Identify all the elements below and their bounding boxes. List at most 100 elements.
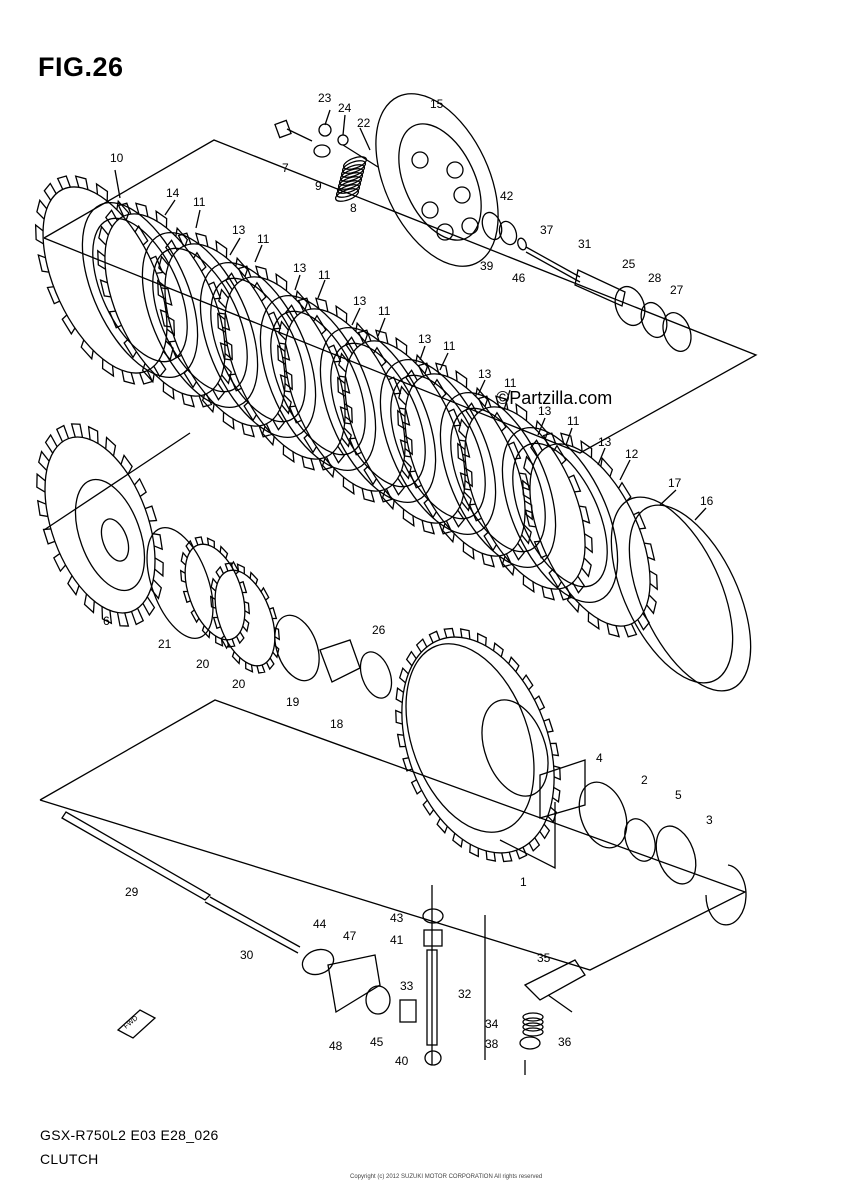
pressure-plate-boss-3 (453, 186, 471, 204)
ball-46 (517, 237, 527, 251)
callout-c22: 22 (357, 116, 371, 130)
callout-c3: 3 (706, 813, 713, 827)
clutch-housing-1-rim (405, 643, 535, 833)
bolt-7 (274, 119, 292, 139)
friction-plate-10 (337, 329, 473, 535)
callout-c17: 17 (668, 476, 682, 490)
leader-line-0 (324, 109, 331, 126)
friction-plate-16 (522, 432, 658, 638)
nut-23 (318, 123, 332, 137)
callout-c37: 37 (540, 223, 554, 237)
clutch-housing-1 (395, 627, 561, 863)
sleeve-hub-6-center (100, 518, 130, 562)
bearing-42 (498, 220, 518, 246)
leader-line-19 (619, 459, 631, 481)
callout-c6: 6 (103, 614, 110, 628)
fwd-arrow-icon (116, 1009, 157, 1039)
callout-c35: 35 (537, 951, 551, 965)
figure-title: FIG.26 (38, 52, 124, 82)
callout-c11f: 11 (504, 376, 517, 390)
callout-c36: 36 (558, 1035, 572, 1049)
leader-line-4 (164, 199, 176, 216)
callout-c23: 23 (318, 91, 332, 105)
callout-c32: 32 (458, 987, 472, 1001)
leader-line-9 (317, 279, 326, 299)
leader-line-2 (359, 127, 371, 151)
leader-line-17 (565, 427, 573, 446)
leader-line-20 (659, 489, 677, 506)
washer-27 (662, 312, 692, 352)
callout-c44: 44 (313, 917, 327, 931)
oil-seal-43 (422, 908, 444, 924)
callout-c12: 12 (625, 447, 639, 461)
callout-c43: 43 (390, 911, 404, 925)
callout-c30: 30 (240, 948, 254, 962)
callout-c38: 38 (485, 1037, 499, 1051)
seat-20-a (179, 536, 251, 648)
friction-plate-8 (277, 297, 413, 503)
callout-c11e: 11 (443, 339, 456, 353)
callout-c13d: 13 (418, 332, 432, 346)
steel-plate-13 (439, 391, 557, 569)
pin-33 (399, 999, 417, 1023)
callout-c11b: 11 (257, 232, 270, 246)
leader-line-1 (342, 114, 346, 136)
washer-24 (337, 134, 349, 146)
spring-34-coil-1 (522, 1017, 544, 1027)
leader-line-7 (254, 244, 263, 263)
callout-c46: 46 (512, 271, 526, 285)
steel-plate-5 (199, 261, 317, 439)
steel-plate-15 (501, 426, 619, 604)
callout-c2: 2 (641, 773, 648, 787)
callout-c29: 29 (125, 885, 139, 899)
bolt-36 (547, 994, 573, 1013)
model-code: GSX-R750L2 E03 E28_026 (40, 1127, 219, 1143)
callout-c24: 24 (338, 101, 352, 115)
callout-c41: 41 (390, 933, 404, 947)
leader-line-11 (377, 317, 386, 337)
spring-34-coil-0 (522, 1012, 544, 1022)
copyright-text: Copyright (c) 2012 SUZUKI MOTOR CORPORAT… (350, 1174, 543, 1180)
leader-line-5 (195, 209, 201, 229)
callout-c48: 48 (329, 1039, 343, 1053)
pressure-plate-boss-4 (436, 223, 454, 241)
callout-c11a: 11 (193, 195, 206, 209)
callout-c19: 19 (286, 695, 300, 709)
section-name: CLUTCH (40, 1151, 99, 1167)
circlip-3 (705, 864, 747, 926)
callout-c13c: 13 (353, 294, 367, 308)
needle-bearing-4 (578, 781, 628, 849)
callout-c11c: 11 (318, 268, 331, 282)
release-shaft-32 (426, 949, 438, 1046)
washer-39 (481, 211, 503, 241)
callout-c14: 14 (166, 186, 180, 200)
spring-34-coil-2 (522, 1022, 544, 1032)
leader-line-18 (597, 447, 606, 466)
sleeve-hub-6-inner (74, 478, 146, 592)
callout-c16: 16 (700, 494, 714, 508)
leader-line-10 (351, 307, 361, 326)
steel-plate-inner-9 (330, 342, 426, 488)
spacer-housing (539, 759, 586, 819)
bolt-7-shaft (286, 128, 313, 142)
steel-plate-9 (319, 326, 437, 504)
release-lever-35 (523, 959, 586, 1001)
callout-c20a: 20 (196, 657, 210, 671)
callout-c21: 21 (158, 637, 172, 651)
friction-plate-14 (457, 395, 593, 601)
leader-line-3 (114, 169, 121, 199)
push-piece-31 (574, 269, 626, 307)
seat-20-b (209, 562, 281, 674)
plate-47 (327, 954, 381, 1014)
callout-c13e: 13 (478, 367, 492, 381)
bearing-45 (365, 985, 391, 1015)
friction-plate-6 (217, 265, 353, 471)
callout-c10: 10 (110, 151, 124, 165)
spring-washer-21 (146, 527, 214, 639)
callout-c13a: 13 (232, 223, 246, 237)
spring-ring-16 (628, 504, 752, 692)
push-rod-37 (525, 246, 581, 278)
spring-34-coil-3 (522, 1027, 544, 1037)
